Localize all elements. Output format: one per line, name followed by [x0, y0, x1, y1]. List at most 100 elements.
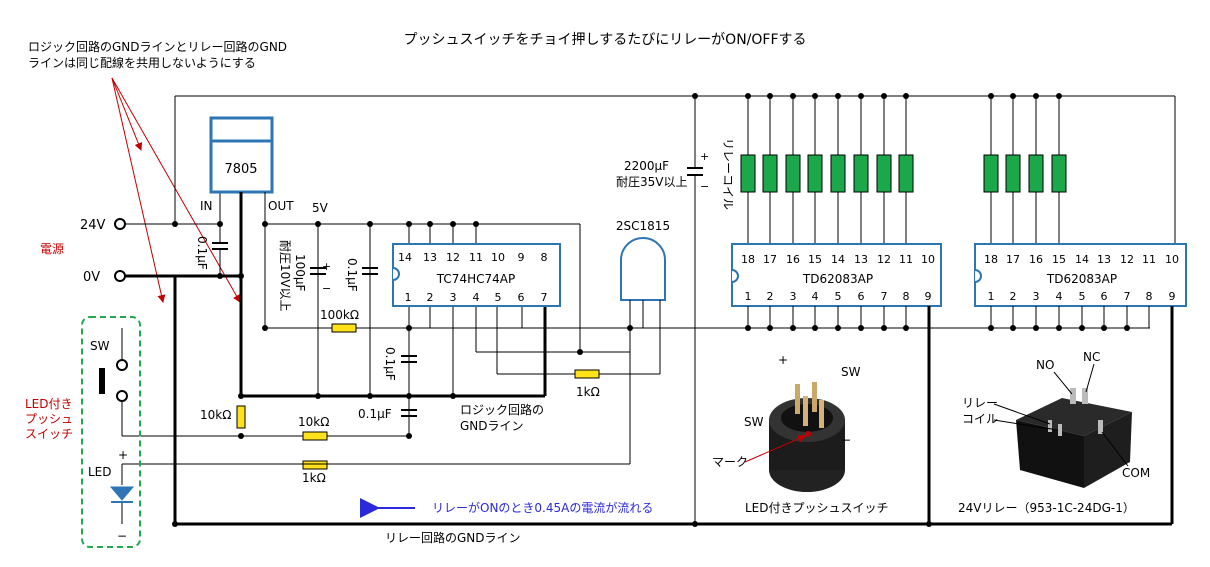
- cap-100-rating: 耐圧10V以上: [278, 240, 292, 311]
- relay-coils-1: [740, 154, 914, 193]
- driver-input-bus: [746, 306, 1150, 329]
- led-minus: −: [117, 529, 127, 543]
- cap-100-value: 100μF: [293, 254, 307, 292]
- ic74-pin: 7: [541, 291, 548, 304]
- relay-no: NO: [1036, 358, 1054, 372]
- cap-100uf: [310, 267, 326, 275]
- relay-coil-label: リレーコイル: [721, 138, 735, 210]
- input-cap: [212, 242, 228, 250]
- drv2-pin: 13: [1097, 253, 1111, 266]
- v24-label: 24V: [80, 218, 106, 233]
- drv2-pin: 6: [1101, 290, 1108, 303]
- drv2-pin: 16: [1029, 253, 1043, 266]
- drv2-pin: 12: [1120, 253, 1134, 266]
- driver-1-name: TD62083AP: [802, 272, 873, 286]
- coil-wires-1: [747, 96, 907, 244]
- switch-contact-bottom: [116, 390, 128, 402]
- relay-nc: NC: [1083, 350, 1100, 364]
- coil-wires-2: [990, 96, 1060, 244]
- drv1-pin: 17: [763, 253, 777, 266]
- cap-2200uf: [687, 167, 703, 176]
- v0-terminal: [114, 270, 126, 282]
- power-label: 電源: [40, 242, 64, 256]
- drv2-pin: 15: [1052, 253, 1066, 266]
- ic-74-name: TC74HC74AP: [436, 272, 515, 286]
- ic74-pin: 10: [491, 251, 505, 264]
- drv1-pin: 3: [790, 290, 797, 303]
- transistor-2sc1815: [620, 237, 666, 301]
- ic74-pin: 6: [518, 291, 525, 304]
- note-arrows: [111, 77, 241, 303]
- switch-label-3: スイッチ: [25, 427, 73, 441]
- cap-2200-rating: 耐圧35V以上: [616, 175, 687, 189]
- cap-01c: [401, 409, 417, 417]
- gnd-note-line1: ロジック回路のGNDラインとリレー回路のGND: [28, 39, 287, 54]
- ic-tc74hc74: [392, 243, 561, 307]
- v0-label: 0V: [83, 270, 100, 285]
- drv1-pin: 2: [767, 290, 774, 303]
- drv2-pin: 9: [1169, 290, 1176, 303]
- regulator-out: OUT: [268, 199, 294, 213]
- led-diode: [109, 486, 135, 501]
- r10k-h-label: 10kΩ: [298, 415, 329, 429]
- drv2-pin: 2: [1010, 290, 1017, 303]
- drv2-pin: 1: [988, 290, 995, 303]
- photo-push-switch: [769, 382, 845, 492]
- transistor-leads: [122, 300, 746, 465]
- cap-2200-plus: +: [700, 150, 709, 163]
- ic74-pin: 8: [541, 251, 548, 264]
- led-plus: +: [118, 448, 128, 462]
- relay-coil-1: リレー: [962, 396, 998, 410]
- ic74-pin: 14: [398, 251, 412, 264]
- logic-gnd-label2: GNDライン: [460, 419, 524, 433]
- ic74-pin: 4: [473, 291, 480, 304]
- relay-gnd-line: [173, 276, 1174, 526]
- photo-switch-caption: LED付きプッシュスイッチ: [745, 501, 889, 515]
- relay-caption: 24Vリレー（953-1C-24DG-1）: [958, 501, 1135, 515]
- drv1-pin: 13: [854, 253, 868, 266]
- resistor-100k: [331, 323, 357, 333]
- gnd-note-line2: ラインは同じ配線を共用しないようにする: [28, 55, 256, 70]
- driver-2-name: TD62083AP: [1046, 272, 1117, 286]
- resistor-1k-a: [574, 369, 600, 379]
- relay-coils-2: [983, 154, 1067, 193]
- cap-01c-label: 0.1μF: [358, 407, 392, 421]
- drv1-pin: 11: [899, 253, 913, 266]
- cap-01b-label: 0.1μF: [383, 347, 397, 381]
- drv1-pin: 10: [921, 253, 935, 266]
- cap-2200-value: 2200μF: [624, 159, 669, 173]
- relay-com: COM: [1122, 466, 1150, 480]
- drv1-pin: 1: [745, 290, 752, 303]
- drv1-pin: 16: [786, 253, 800, 266]
- relay-coil-2: コイル: [962, 412, 998, 426]
- drv1-pin: 15: [808, 253, 822, 266]
- regulator-in: IN: [200, 199, 213, 213]
- driver-chip-2: [974, 243, 1187, 307]
- ic74-pin: 13: [423, 251, 437, 264]
- switch-contact-top: [116, 359, 128, 371]
- drv2-pin: 18: [984, 253, 998, 266]
- ic74-pin: 3: [450, 291, 457, 304]
- transistor-label: 2SC1815: [616, 219, 670, 233]
- drv1-pin: 12: [877, 253, 891, 266]
- relay-gnd-label: リレー回路のGNDライン: [385, 530, 521, 545]
- resistor-10k-horizontal: [302, 431, 328, 441]
- regulator-7805: [209, 116, 274, 194]
- cap-100-minus: −: [322, 282, 331, 295]
- ic74-pin: 11: [469, 251, 483, 264]
- switch-label-1: LED付き: [25, 397, 73, 411]
- cap-01b: [401, 355, 417, 363]
- drv1-pin: 9: [925, 290, 932, 303]
- cap-in-label: 0.1μF: [195, 236, 209, 270]
- junction-dots: [172, 93, 1130, 527]
- photo-switch-plus: +: [778, 353, 788, 367]
- photo-relay: [1016, 388, 1132, 488]
- current-note: リレーがONのとき0.45Aの電流が流れる: [432, 500, 653, 515]
- drv1-pin: 4: [812, 290, 819, 303]
- relay-callouts: [993, 363, 1129, 467]
- switch-label-2: プッシュ: [25, 412, 73, 426]
- drv2-pin: 8: [1146, 290, 1153, 303]
- v5-label: 5V: [312, 201, 329, 215]
- drv1-pin: 5: [835, 290, 842, 303]
- ic74-pin: 1: [405, 291, 412, 304]
